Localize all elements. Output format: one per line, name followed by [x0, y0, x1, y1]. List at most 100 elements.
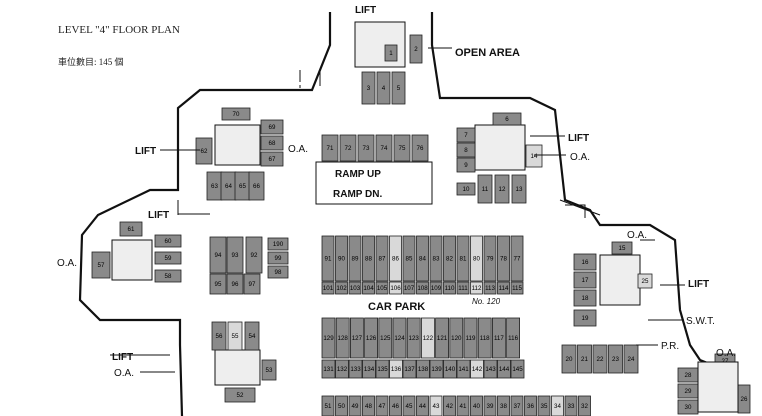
parking-bay-number: 37 [514, 403, 521, 410]
oa-label-sw: O.A. [114, 368, 134, 379]
parking-bay-number: 78 [500, 256, 507, 263]
se-core [697, 361, 739, 413]
parking-bay [497, 235, 510, 282]
parking-bay [443, 281, 456, 295]
parking-bay-number: 47 [379, 403, 386, 410]
parking-bay-number: 14 [531, 153, 538, 160]
parking-bay-number: 114 [499, 285, 509, 292]
parking-bay [463, 317, 478, 359]
parking-bay-number: 134 [364, 366, 375, 373]
parking-bay-number: 2 [414, 46, 418, 53]
parking-bay [389, 395, 402, 416]
parking-bay [494, 174, 510, 204]
parking-bay [378, 317, 393, 359]
parking-bay-number: 68 [269, 140, 276, 147]
parking-bay-number: 17 [582, 277, 589, 284]
nw-core [214, 124, 261, 166]
parking-bay [402, 281, 416, 295]
parking-bay-number: 137 [404, 366, 415, 373]
parking-bay [339, 134, 357, 162]
parking-bay [416, 359, 430, 379]
parking-bay-number: 76 [417, 145, 424, 152]
parking-bay [470, 395, 483, 416]
parking-bay [411, 134, 429, 162]
parking-bay-number: 63 [211, 183, 218, 190]
parking-bay [245, 236, 263, 274]
parking-bay [362, 359, 376, 379]
parking-bay [321, 134, 339, 162]
parking-bay-number: 74 [381, 145, 388, 152]
parking-bay [429, 359, 444, 379]
parking-bay-number: 57 [98, 262, 105, 269]
parking-bay-number: 139 [431, 366, 442, 373]
parking-bay [267, 251, 289, 265]
parking-bay-number: 41 [460, 403, 467, 410]
parking-bay-number: 60 [165, 238, 172, 245]
parking-bay-number: 6 [505, 116, 509, 123]
parking-bay [456, 127, 476, 143]
parking-bay [511, 174, 527, 204]
east-core [599, 254, 641, 306]
parking-bay [375, 235, 389, 282]
parking-bay-number: 138 [418, 366, 429, 373]
parking-bay-number: 85 [406, 256, 413, 263]
parking-bay [335, 317, 350, 359]
parking-bay-number: 128 [338, 335, 349, 342]
parking-bay-number: 59 [165, 255, 172, 262]
parking-bay [375, 395, 389, 416]
parking-bay-number: 67 [269, 156, 276, 163]
parking-bay-number: 29 [685, 388, 692, 395]
parking-bay-number: 46 [392, 403, 399, 410]
parking-bay-number: 94 [215, 252, 222, 259]
parking-bay [592, 344, 608, 374]
parking-bay [497, 359, 511, 379]
swt-label: S.W.T. [686, 316, 715, 327]
parking-bay-number: 104 [363, 285, 374, 292]
parking-bay-number: 97 [249, 281, 256, 288]
parking-bay [420, 317, 435, 359]
parking-bay [443, 359, 457, 379]
parking-bay [393, 134, 411, 162]
parking-bay [321, 281, 335, 295]
parking-bay [456, 359, 471, 379]
parking-bay-number: 95 [215, 281, 222, 288]
parking-bay-number: 33 [568, 403, 575, 410]
oa-label-w: O.A. [57, 258, 77, 269]
parking-bay-number: 32 [581, 403, 588, 410]
parking-bay-number: 26 [741, 396, 748, 403]
parking-bay [391, 71, 406, 105]
parking-bay [524, 395, 537, 416]
parking-bay-number: 13 [516, 186, 523, 193]
parking-bay [483, 281, 497, 295]
parking-bay-number: 122 [423, 335, 434, 342]
parking-bay-number: 49 [352, 403, 359, 410]
parking-bay-number: 105 [377, 285, 388, 292]
parking-bay [573, 271, 597, 289]
parking-bay [267, 237, 289, 251]
parking-bay [483, 235, 497, 282]
parking-bay-number: 50 [338, 403, 345, 410]
parking-bay-number: 45 [406, 403, 413, 410]
parking-bay-number: 19 [582, 315, 589, 322]
ramp-box [315, 161, 433, 205]
parking-bay [389, 359, 403, 379]
parking-bay-number: 125 [380, 335, 391, 342]
parking-bay-number: 145 [512, 366, 523, 373]
parking-bay [261, 359, 277, 381]
parking-bay-number: 132 [337, 366, 348, 373]
parking-bay [510, 359, 525, 379]
parking-bay-number: 54 [249, 333, 256, 340]
parking-bay [416, 281, 429, 295]
parking-bay-number: 80 [473, 256, 480, 263]
parking-bay-number: 143 [485, 366, 496, 373]
parking-bay [376, 71, 391, 105]
parking-bay [497, 281, 510, 295]
parking-bay [375, 359, 390, 379]
parking-bay-number: 42 [446, 403, 453, 410]
parking-bay-number: 91 [325, 256, 332, 263]
parking-bay-number: 24 [628, 356, 635, 363]
parking-bay-number: 90 [338, 256, 345, 263]
